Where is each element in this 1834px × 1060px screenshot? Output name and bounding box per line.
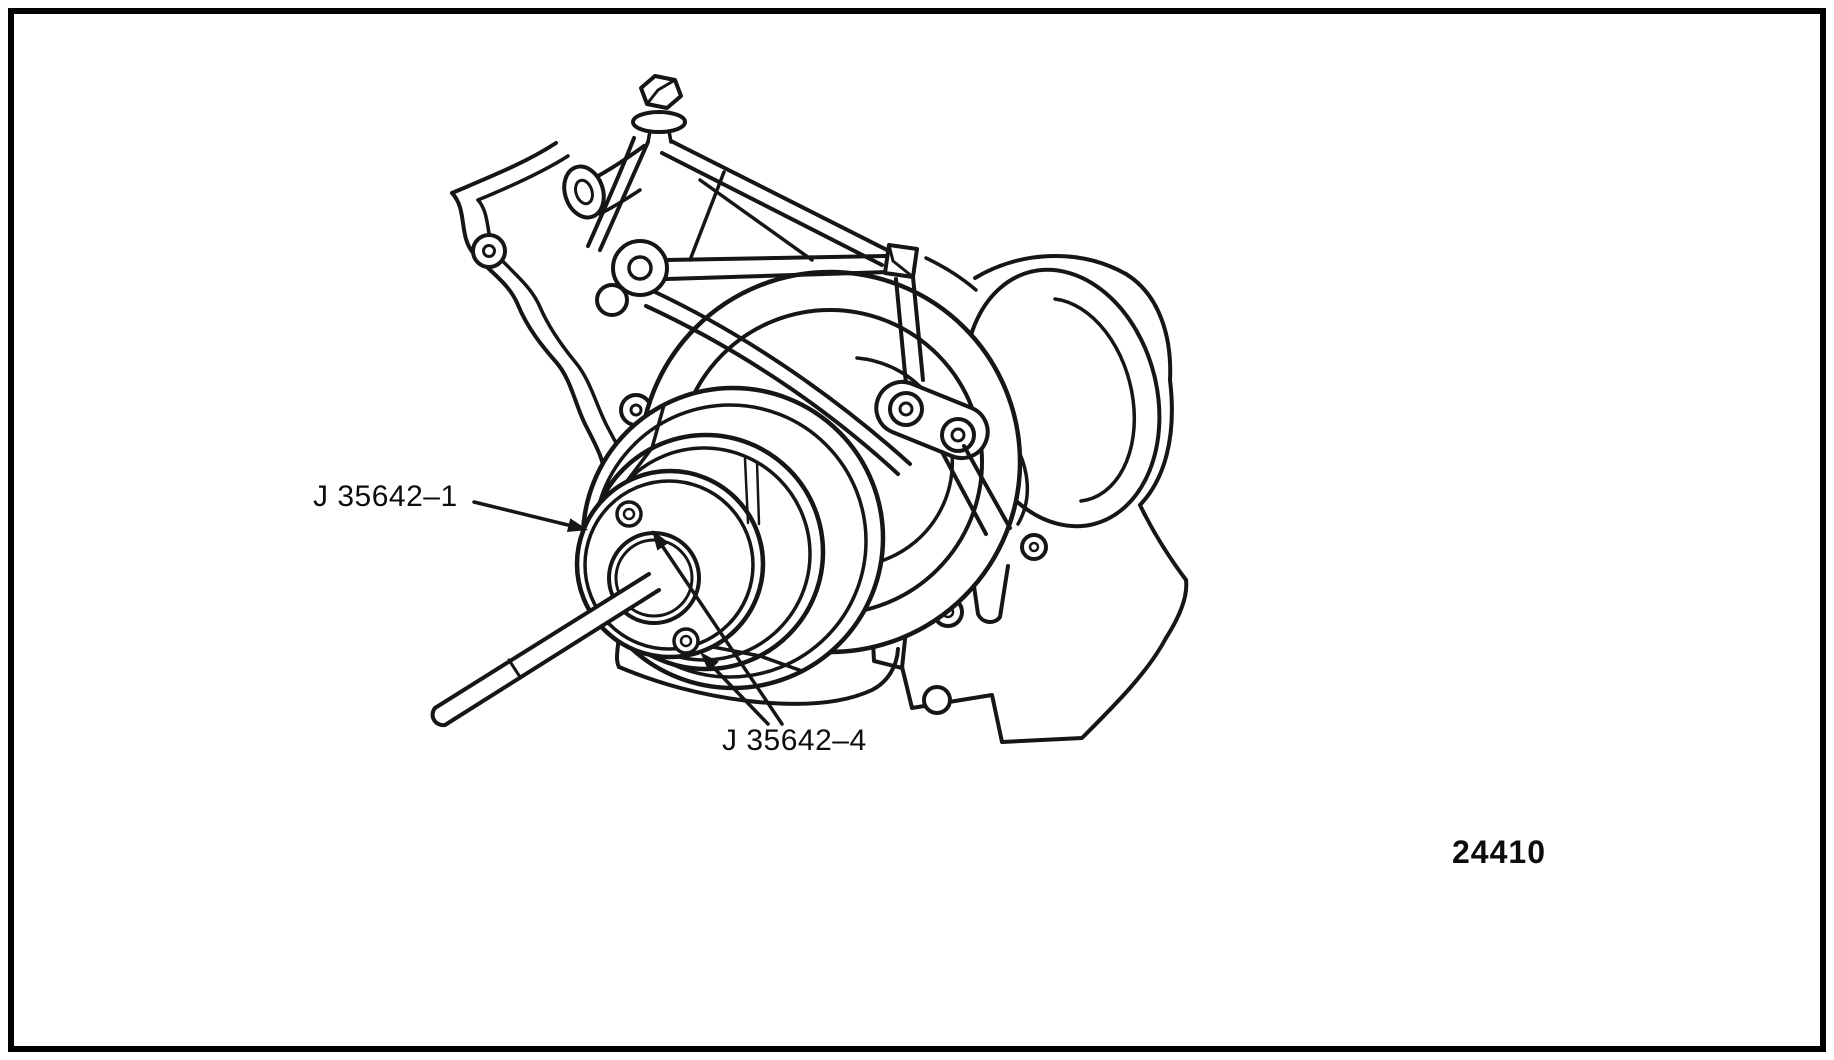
arrow-line-tool4-lower bbox=[710, 664, 770, 726]
figure-number: 24410 bbox=[1452, 834, 1546, 870]
tool-retaining-bolt-lower bbox=[672, 627, 700, 655]
seal-installer-tool bbox=[574, 385, 886, 691]
arrow-line-tool1 bbox=[472, 500, 574, 528]
front-cover bbox=[450, 141, 900, 706]
label-tool-j35642-4: J 35642–4 bbox=[722, 724, 867, 757]
installer-handle bbox=[430, 572, 661, 728]
pointer-arrows bbox=[472, 500, 784, 726]
arrowhead-tool4-upper bbox=[652, 530, 669, 551]
arrowhead-tool1 bbox=[566, 518, 588, 532]
arrow-line-tool4-upper bbox=[661, 545, 784, 726]
tool-retaining-bolt-upper bbox=[615, 500, 643, 528]
label-tool-j35642-1: J 35642–1 bbox=[313, 480, 458, 513]
arrowhead-tool4-lower bbox=[700, 652, 719, 672]
mounting-bracket bbox=[586, 74, 1012, 536]
